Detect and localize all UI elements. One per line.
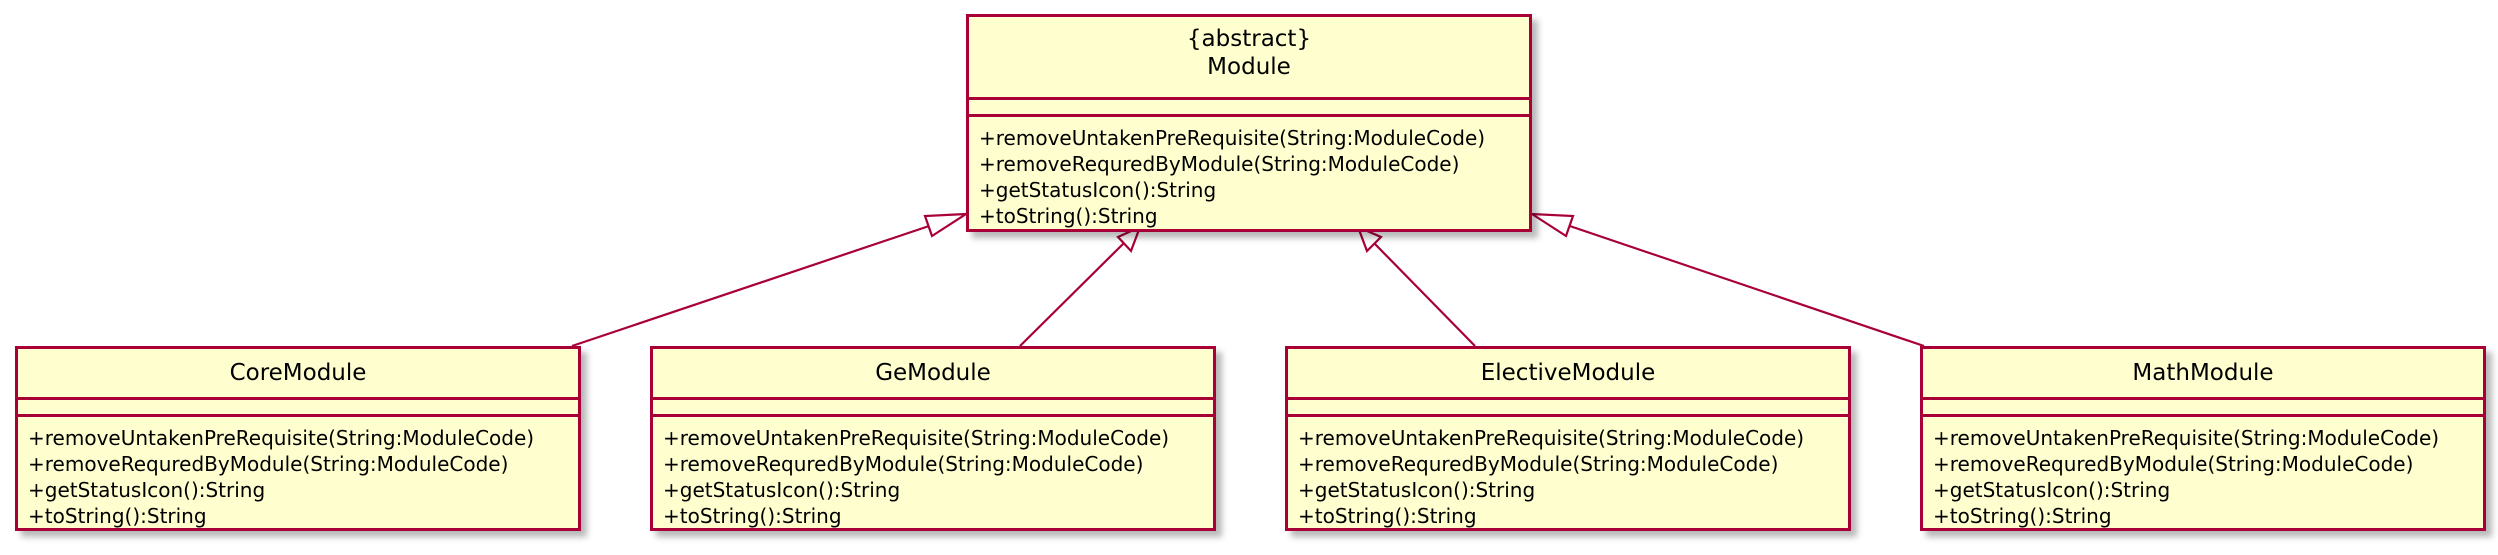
operation-to-string: +toString():String [28, 504, 207, 528]
operation-get-status-icon: +getStatusIcon():String [663, 478, 901, 502]
operation-get-status-icon: +getStatusIcon():String [979, 178, 1217, 202]
class-name-module: Module [1207, 54, 1291, 80]
operation-get-status-icon: +getStatusIcon():String [28, 478, 266, 502]
class-name-core-module: CoreModule [229, 360, 367, 386]
class-operations-section: +removeUntakenPreRequisite(String:Module… [969, 114, 1529, 229]
generalization-arrowhead-math [1527, 212, 1575, 238]
class-core-module: CoreModule +removeUntakenPreRequisite(St… [15, 346, 581, 531]
operation-to-string: +toString():String [1298, 504, 1477, 528]
operation-remove-requred-by-module: +removeRequredByModule(String:ModuleCode… [1298, 452, 1779, 476]
class-ge-module: GeModule +removeUntakenPreRequisite(Stri… [650, 346, 1216, 531]
operation-get-status-icon: +getStatusIcon():String [1298, 478, 1536, 502]
operation-to-string: +toString():String [1933, 504, 2112, 528]
operation-remove-requred-by-module: +removeRequredByModule(String:ModuleCode… [1933, 452, 2414, 476]
class-module: {abstract} Module +removeUntakenPreRequi… [966, 14, 1532, 232]
operation-get-status-icon: +getStatusIcon():String [1933, 478, 2171, 502]
class-operations-section: +removeUntakenPreRequisite(String:Module… [1923, 414, 2483, 529]
class-operations-section: +removeUntakenPreRequisite(String:Module… [1288, 414, 1848, 529]
inheritance-line-math [1554, 219, 1925, 348]
operation-to-string: +toString():String [979, 204, 1158, 228]
class-header-ge-module: GeModule [653, 349, 1213, 397]
class-elective-module: ElectiveModule +removeUntakenPreRequisit… [1285, 346, 1851, 531]
operation-remove-untaken-prerequisite: +removeUntakenPreRequisite(String:Module… [28, 426, 535, 450]
class-math-module: MathModule +removeUntakenPreRequisite(St… [1920, 346, 2486, 531]
operation-remove-requred-by-module: +removeRequredByModule(String:ModuleCode… [979, 152, 1460, 176]
inheritance-line-core [571, 219, 945, 348]
generalization-arrowhead-core [923, 212, 971, 238]
class-name-math-module: MathModule [2132, 360, 2274, 386]
class-attributes-section [1288, 397, 1848, 414]
class-attributes-section [18, 397, 578, 414]
generalization-arrowhead-elective [1356, 224, 1383, 253]
operation-to-string: +toString():String [663, 504, 842, 528]
class-name-ge-module: GeModule [875, 360, 991, 386]
class-header-core-module: CoreModule [18, 349, 578, 397]
class-operations-section: +removeUntakenPreRequisite(String:Module… [18, 414, 578, 529]
operation-remove-untaken-prerequisite: +removeUntakenPreRequisite(String:Module… [1933, 426, 2440, 450]
class-operations-section: +removeUntakenPreRequisite(String:Module… [653, 414, 1213, 529]
class-header-elective-module: ElectiveModule [1288, 349, 1848, 397]
operation-remove-untaken-prerequisite: +removeUntakenPreRequisite(String:Module… [1298, 426, 1805, 450]
operation-remove-requred-by-module: +removeRequredByModule(String:ModuleCode… [663, 452, 1144, 476]
class-header-math-module: MathModule [1923, 349, 2483, 397]
generalization-arrowhead-ge [1116, 224, 1142, 254]
inheritance-line-elective [1373, 242, 1476, 347]
class-attributes-section [653, 397, 1213, 414]
class-name-elective-module: ElectiveModule [1480, 360, 1656, 386]
class-attributes-section [1923, 397, 2483, 414]
class-stereotype-abstract: {abstract} [1186, 26, 1312, 52]
inheritance-line-ge [1019, 242, 1125, 347]
operation-remove-untaken-prerequisite: +removeUntakenPreRequisite(String:Module… [979, 126, 1486, 150]
class-header-module: {abstract} Module [969, 17, 1529, 97]
operation-remove-requred-by-module: +removeRequredByModule(String:ModuleCode… [28, 452, 509, 476]
operation-remove-untaken-prerequisite: +removeUntakenPreRequisite(String:Module… [663, 426, 1170, 450]
class-attributes-section [969, 97, 1529, 114]
